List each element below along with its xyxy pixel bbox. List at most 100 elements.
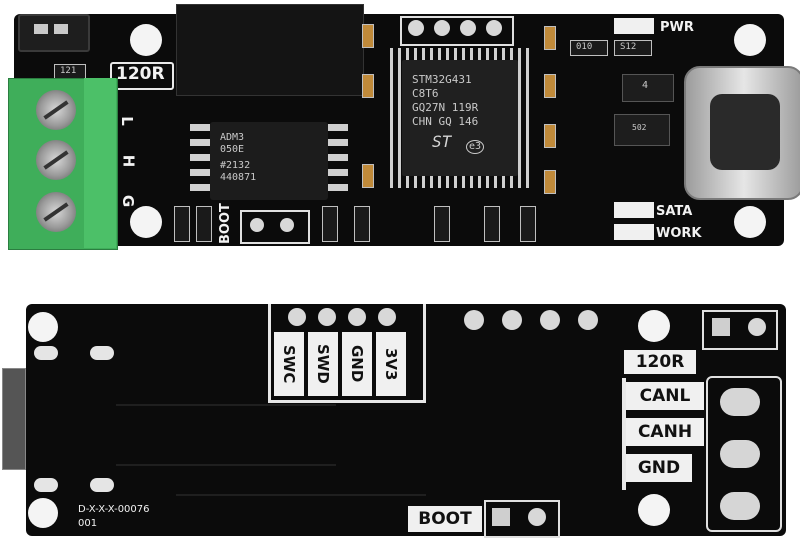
120r-pad-frame xyxy=(702,310,778,350)
mounting-hole xyxy=(734,206,766,238)
smd-capacitor xyxy=(544,124,556,148)
boot-pad xyxy=(280,218,294,232)
voltage-regulator xyxy=(622,74,674,102)
terminal-screw-g xyxy=(36,192,76,232)
label-sata: SATA xyxy=(656,204,693,219)
smd-capacitor xyxy=(362,164,374,188)
pwr-led xyxy=(614,18,654,34)
label-120r: 120R xyxy=(116,64,165,84)
boot-pad-round xyxy=(528,508,546,526)
smd-capacitor xyxy=(544,170,556,194)
st-logo: ST xyxy=(432,132,452,151)
smd-capacitor xyxy=(544,74,556,98)
sot-transistor xyxy=(614,114,670,146)
label-boot-bottom: BOOT xyxy=(408,506,482,532)
sata-led xyxy=(614,202,654,218)
through-hole-pad xyxy=(540,310,560,330)
mounting-hole xyxy=(28,498,58,528)
smd-resistor xyxy=(174,206,190,242)
label-gnd-swd: GND xyxy=(342,332,372,396)
jumper-pin-2 xyxy=(54,24,68,34)
mcu-line4: CHN GQ 146 xyxy=(412,115,479,128)
transceiver-line1: ADM3 xyxy=(220,132,245,143)
mounting-hole xyxy=(130,206,162,238)
canh-solder-pad xyxy=(720,440,760,468)
boot-pad-square xyxy=(492,508,510,526)
smd-resistor xyxy=(322,206,338,242)
label-l: L xyxy=(117,116,136,126)
can-terminal-frame xyxy=(706,376,782,532)
through-hole-pad xyxy=(464,310,484,330)
usb-c-port-opening xyxy=(710,94,780,170)
mounting-hole xyxy=(28,312,58,342)
swd-pad xyxy=(348,308,366,326)
terminal-side-panel xyxy=(84,78,116,248)
mounting-hole xyxy=(638,494,670,526)
resistor-010-marking: 010 xyxy=(576,42,593,52)
label-h: H xyxy=(119,154,138,168)
label-pwr: PWR xyxy=(660,20,694,35)
label-work: WORK xyxy=(656,226,702,241)
label-3v3: 3V3 xyxy=(376,332,406,396)
mcu-chip xyxy=(402,60,518,176)
canl-solder-pad xyxy=(720,388,760,416)
jumper-pin-1 xyxy=(34,24,48,34)
work-led xyxy=(614,224,654,240)
header-pad xyxy=(486,20,502,36)
side-connector xyxy=(2,368,26,470)
label-boot-top: BOOT xyxy=(218,203,233,244)
label-120r-bottom: 120R xyxy=(624,350,696,374)
swd-label-frame xyxy=(268,304,426,403)
bottom-pcb-board: SWC SWD GND 3V3 120R CANL CANH GND BOOT … xyxy=(2,304,786,538)
usb-shield-pad xyxy=(90,346,114,360)
usb-shield-pad xyxy=(34,478,58,492)
mcu-line3: GQ27N 119R xyxy=(412,101,479,114)
smd-resistor xyxy=(570,40,608,56)
label-120r-box xyxy=(110,62,174,90)
regulator-marking: 4 xyxy=(642,80,649,91)
mounting-hole xyxy=(734,24,766,56)
resistor-121-marking: 121 xyxy=(60,66,77,76)
serial-number: D-X-X-X-00076 xyxy=(78,504,150,515)
120r-pad-round xyxy=(748,318,766,336)
mounting-hole xyxy=(638,310,670,342)
swd-pad xyxy=(318,308,336,326)
terminal-screw-l xyxy=(36,90,76,130)
gnd-solder-pad xyxy=(720,492,760,520)
header-pad xyxy=(434,20,450,36)
header-pad xyxy=(408,20,424,36)
label-canh: CANH xyxy=(626,418,704,446)
boot-pad-frame xyxy=(484,500,560,538)
mounting-hole xyxy=(130,24,162,56)
label-swc: SWC xyxy=(274,332,304,396)
smd-resistor xyxy=(520,206,536,242)
transceiver-line2: 050E xyxy=(220,144,245,155)
top-pcb-board: 120R 121 L H G ADM3 050E #2132 440871 ST… xyxy=(8,4,800,250)
smd-capacitor xyxy=(544,26,556,50)
smd-resistor xyxy=(614,40,652,56)
pcb-trace xyxy=(116,404,336,406)
transceiver-line3: #2132 xyxy=(220,160,251,171)
transceiver-pins-right xyxy=(328,124,348,198)
e3-mark: e3 xyxy=(466,140,485,154)
through-hole-pad xyxy=(578,310,598,330)
header-pad xyxy=(460,20,476,36)
smd-capacitor xyxy=(362,24,374,48)
smd-resistor xyxy=(354,206,370,242)
smd-resistor xyxy=(434,206,450,242)
can-label-frame xyxy=(622,378,626,490)
revision-number: 001 xyxy=(78,518,98,529)
mcu-line1: STM32G431 xyxy=(412,73,472,86)
transceiver-line4: 440871 xyxy=(220,172,257,183)
label-canl: CANL xyxy=(626,382,704,410)
usb-shield-pad xyxy=(34,346,58,360)
120r-pad-square xyxy=(712,318,730,336)
smd-resistor xyxy=(196,206,212,242)
label-g: G xyxy=(119,194,138,208)
pcb-trace xyxy=(116,464,336,466)
label-swd: SWD xyxy=(308,332,338,396)
transceiver-pins-left xyxy=(190,124,210,198)
smd-resistor xyxy=(484,206,500,242)
transistor-marking: 502 xyxy=(632,123,647,132)
large-black-component xyxy=(176,4,364,96)
